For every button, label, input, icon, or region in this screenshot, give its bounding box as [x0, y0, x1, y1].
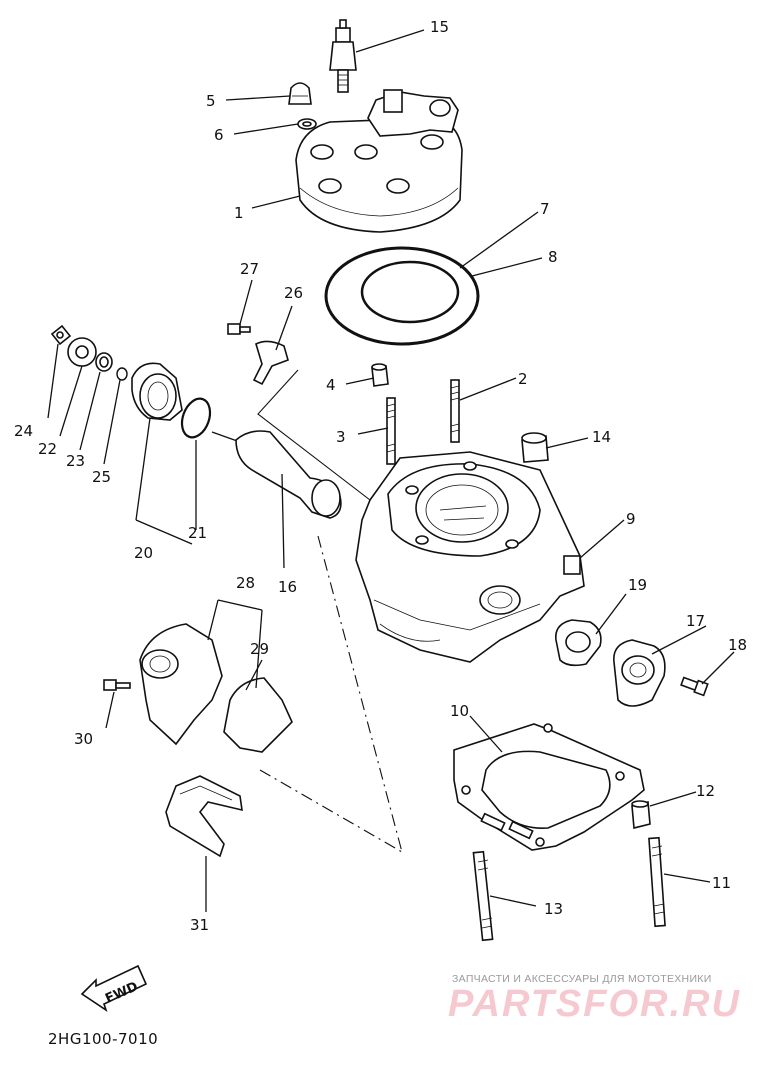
callout-13: 13	[544, 900, 563, 918]
callout-labels: 15 5 6 1 7 8 27 26 4 2 3 14 9 24 22 23 2…	[14, 18, 747, 934]
callout-14: 14	[592, 428, 611, 446]
callout-15: 15	[430, 18, 449, 36]
exhaust-flange	[613, 639, 666, 707]
watermark-tagline: ЗАПЧАСТИ И АКСЕССУАРЫ ДЛЯ МОТОТЕХНИКИ	[452, 973, 712, 985]
callout-4: 4	[326, 376, 336, 394]
lock-washer	[50, 324, 72, 346]
callout-19: 19	[628, 576, 647, 594]
callout-10: 10	[450, 702, 469, 720]
callout-11: 11	[712, 874, 731, 892]
base-gasket	[453, 723, 645, 851]
watermark: ЗАПЧАСТИ И АКСЕССУАРЫ ДЛЯ МОТОТЕХНИКИ PA…	[448, 973, 741, 1025]
callout-12: 12	[696, 782, 715, 800]
callout-20: 20	[134, 544, 153, 562]
flange-nut	[521, 432, 549, 463]
callout-9: 9	[626, 510, 636, 528]
callout-24: 24	[14, 422, 33, 440]
callout-28: 28	[236, 574, 255, 592]
spark-plug	[329, 19, 357, 93]
stud-bolt-long	[450, 379, 460, 443]
small-bolt	[227, 323, 251, 335]
base-stud-right	[648, 836, 666, 928]
watermark-brand: PARTSFOR.RU	[448, 983, 741, 1025]
callout-5: 5	[206, 92, 216, 110]
callout-30: 30	[74, 730, 93, 748]
circlip	[116, 367, 128, 381]
callout-16: 16	[278, 578, 297, 596]
dowel-pin-base	[631, 800, 651, 830]
protector-cover	[165, 775, 243, 858]
base-stud-left	[472, 850, 494, 942]
o-ring	[180, 397, 212, 439]
callout-31: 31	[190, 916, 209, 934]
cylinder-head	[295, 89, 463, 233]
washer	[297, 118, 317, 130]
hose-clip	[252, 340, 289, 386]
callout-21: 21	[188, 524, 207, 542]
housing-bolt	[103, 679, 131, 691]
flange-bolt	[680, 676, 709, 697]
cylinder-block	[355, 451, 585, 663]
housing-gasket	[223, 677, 293, 753]
callout-27: 27	[240, 260, 259, 278]
callout-18: 18	[728, 636, 747, 654]
leader-lines	[47, 29, 735, 912]
thermostat-housing	[139, 623, 223, 746]
callout-6: 6	[214, 126, 224, 144]
callout-7: 7	[540, 200, 550, 218]
head-gasket-ring-inner	[360, 260, 460, 324]
callout-25: 25	[92, 468, 111, 486]
dowel-pin	[371, 363, 389, 387]
valve-housing	[131, 362, 183, 421]
callout-8: 8	[548, 248, 558, 266]
callout-3: 3	[336, 428, 346, 446]
callout-2: 2	[518, 370, 528, 388]
head-gasket-ring-outer	[324, 246, 480, 346]
callout-22: 22	[38, 440, 57, 458]
callout-29: 29	[250, 640, 269, 658]
bearing	[67, 337, 97, 367]
part-code: 2HG100-7010	[48, 1030, 158, 1048]
fwd-arrow: FWD	[80, 964, 148, 1012]
callout-23: 23	[66, 452, 85, 470]
callout-1: 1	[234, 204, 244, 222]
cap-nut	[288, 82, 312, 105]
bushing	[95, 352, 113, 372]
assembly-lines	[257, 369, 403, 853]
callout-26: 26	[284, 284, 303, 302]
valve-shaft	[211, 430, 342, 519]
exhaust-gasket	[555, 619, 602, 667]
stud-bolt-short	[386, 397, 396, 465]
callout-17: 17	[686, 612, 705, 630]
